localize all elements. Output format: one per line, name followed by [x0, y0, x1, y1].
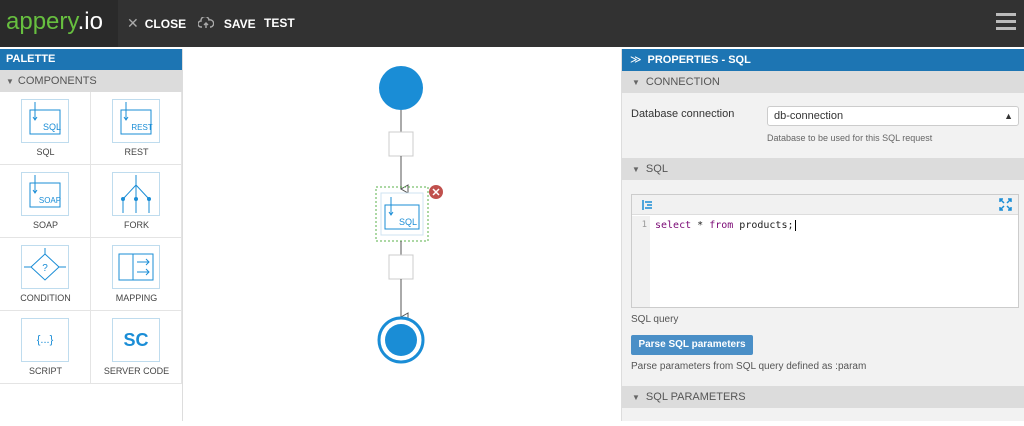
db-connection-label: Database connection [631, 108, 735, 120]
close-label: CLOSE [144, 17, 187, 31]
script-icon-text: {...} [36, 334, 54, 346]
menu-icon[interactable] [996, 13, 1016, 31]
db-connection-select[interactable]: db-connection ▲ [767, 106, 1019, 126]
component-condition-label: CONDITION [20, 293, 71, 303]
component-soap-label: SOAP [32, 220, 58, 230]
server-code-icon: SC [112, 318, 160, 362]
fork-icon [112, 172, 160, 216]
db-connection-value: db-connection [774, 110, 844, 122]
collapse-triangle-icon: ▼ [632, 78, 640, 87]
code-middle: * [691, 220, 710, 231]
sql-section-label: SQL [645, 163, 668, 175]
soap-icon-text: SOAP [39, 196, 61, 205]
soap-icon: SOAP [21, 172, 69, 216]
appery-logo[interactable]: appery.io [0, 0, 118, 47]
select-arrows-icon: ▲ [1004, 111, 1013, 121]
component-rest-label: REST [124, 147, 149, 157]
close-icon: ✕ [127, 15, 139, 31]
text-cursor [794, 220, 796, 231]
mapping-icon [112, 245, 160, 289]
sql-query-label: SQL query [631, 314, 679, 325]
save-button[interactable]: SAVE [197, 0, 256, 47]
code-rest: products; [733, 220, 794, 231]
connector-box-2[interactable] [388, 254, 414, 280]
code-keyword-select: select [655, 220, 692, 231]
sql-icon: SQL [21, 99, 69, 143]
component-sql-label: SQL [36, 147, 55, 157]
collapse-triangle-icon: ▼ [632, 393, 640, 402]
line-number: 1 [641, 220, 647, 230]
component-fork[interactable]: FORK [91, 165, 182, 238]
script-icon: {...} [21, 318, 69, 362]
palette-title: PALETTE [0, 49, 182, 70]
component-condition[interactable]: ? CONDITION [0, 238, 91, 311]
editor-toolbar [632, 195, 1018, 215]
component-rest[interactable]: REST REST [91, 92, 182, 165]
component-sql[interactable]: SQL SQL [0, 92, 91, 165]
parse-sql-parameters-button[interactable]: Parse SQL parameters [631, 335, 753, 355]
selected-node-text: SQL [399, 217, 417, 227]
sql-code-line[interactable]: select * from products; [655, 220, 796, 231]
test-button[interactable]: TEST [264, 0, 295, 47]
delete-node-icon[interactable] [429, 185, 443, 199]
properties-header: ≫ PROPERTIES - SQL [622, 49, 1024, 71]
format-code-icon[interactable] [641, 198, 653, 216]
components-section-label: COMPONENTS [17, 75, 97, 87]
component-mapping-label: MAPPING [115, 293, 158, 303]
properties-title: PROPERTIES - SQL [647, 54, 751, 66]
fullscreen-icon[interactable] [999, 198, 1012, 216]
test-label: TEST [264, 16, 295, 30]
logo-main: appery [6, 8, 78, 35]
collapse-triangle-icon: ▼ [632, 165, 640, 174]
collapse-panel-icon[interactable]: ≫ [630, 54, 642, 66]
selected-sql-node[interactable]: SQL [375, 186, 429, 242]
component-soap[interactable]: SOAP SOAP [0, 165, 91, 238]
sql-icon-text: SQL [43, 122, 61, 132]
condition-icon-text: ? [42, 263, 48, 274]
rest-icon-text: REST [131, 123, 152, 132]
sql-parameters-section-label: SQL PARAMETERS [645, 391, 746, 403]
properties-panel: ≫ PROPERTIES - SQL ▼ CONNECTION Database c… [621, 49, 1024, 421]
sql-editor[interactable]: 1 select * from products; [631, 194, 1019, 308]
sql-section-header[interactable]: ▼ SQL [622, 158, 1024, 180]
sql-parameters-section-header[interactable]: ▼ SQL PARAMETERS [622, 386, 1024, 408]
component-mapping[interactable]: MAPPING [91, 238, 182, 311]
connection-section-header[interactable]: ▼ CONNECTION [622, 71, 1024, 93]
component-fork-label: FORK [123, 220, 149, 230]
parse-hint: Parse parameters from SQL query defined … [631, 361, 867, 372]
palette-panel: PALETTE ▼COMPONENTS SQL SQL REST REST SO… [0, 49, 183, 421]
connection-section-label: CONNECTION [645, 76, 720, 88]
logo-ext: .io [77, 8, 103, 35]
line-number-gutter: 1 [632, 216, 650, 307]
top-bar: appery.io ✕ CLOSE SAVE TEST [0, 0, 1024, 47]
component-script-label: SCRIPT [28, 366, 62, 376]
save-label: SAVE [223, 17, 256, 31]
components-section-header[interactable]: ▼COMPONENTS [0, 70, 182, 92]
server-code-icon-text: SC [123, 330, 149, 350]
component-script[interactable]: {...} SCRIPT [0, 311, 91, 384]
start-node[interactable] [379, 66, 423, 110]
close-button[interactable]: ✕ CLOSE [127, 0, 186, 47]
rest-icon: REST [112, 99, 160, 143]
collapse-triangle-icon: ▼ [6, 77, 14, 86]
condition-icon: ? [21, 245, 69, 289]
cloud-upload-icon [197, 15, 218, 31]
flow-canvas[interactable]: SQL [184, 47, 620, 421]
end-node[interactable] [377, 316, 425, 364]
component-server-code[interactable]: SC SERVER CODE [91, 311, 182, 384]
code-keyword-from: from [709, 220, 734, 231]
connector-box-1[interactable] [388, 131, 414, 157]
db-connection-hint: Database to be used for this SQL request [767, 133, 933, 143]
component-server-code-label: SERVER CODE [103, 366, 170, 376]
